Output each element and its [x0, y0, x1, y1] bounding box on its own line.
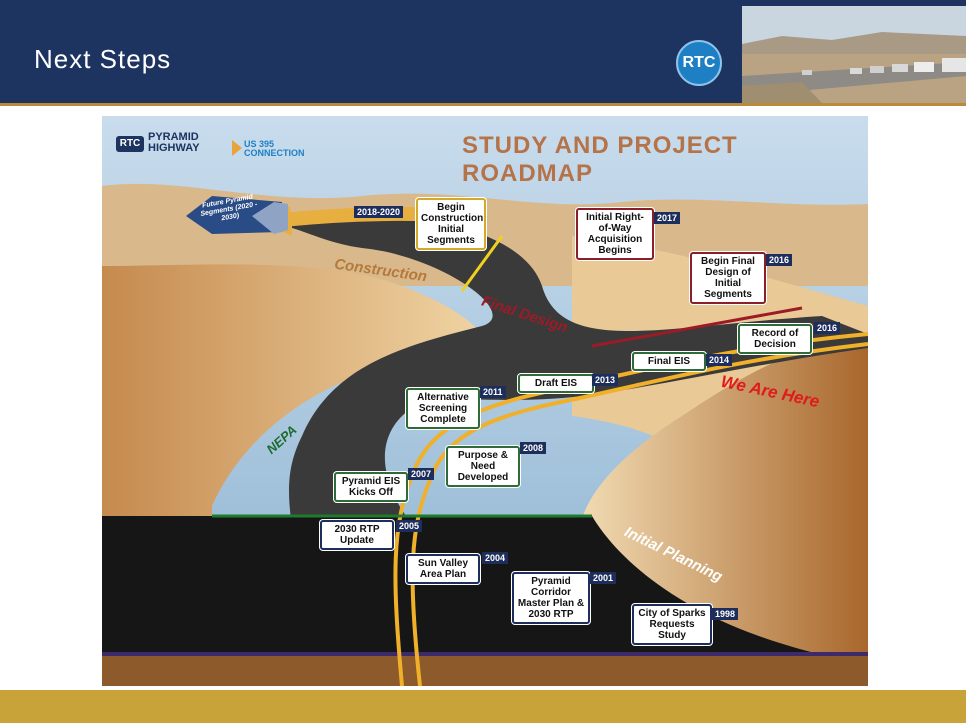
milestone-begin-construction: Begin Construction Initial Segments	[416, 198, 486, 250]
year-badge: 2018-2020	[354, 206, 404, 218]
connection-name: US 395 CONNECTION	[244, 139, 305, 158]
roadmap-diagram: RTC PYRAMID HIGHWAY US 395 CONNECTION ST…	[102, 116, 868, 686]
year-badge: 2016	[814, 322, 841, 334]
slide-footer	[0, 690, 966, 723]
highway-photo	[742, 6, 966, 103]
slide-title: Next Steps	[34, 44, 172, 74]
year-badge: 2008	[520, 442, 547, 454]
milestone-alternative-screening: Alternative Screening Complete	[406, 388, 480, 429]
year-badge: 2017	[654, 212, 681, 224]
roadmap-artwork	[102, 116, 868, 686]
year-badge: 2011	[480, 386, 506, 398]
milestone-purpose-need: Purpose & Need Developed	[446, 446, 520, 487]
milestone-sun-valley-plan: Sun Valley Area Plan	[406, 554, 480, 584]
year-badge: 2005	[396, 520, 423, 532]
milestone-record-of-decision: Record of Decision	[738, 324, 812, 354]
milestone-final-eis: Final EIS	[632, 352, 706, 371]
year-badge: 2016	[766, 254, 793, 266]
year-badge: 2001	[590, 572, 617, 584]
milestone-corridor-master-plan: Pyramid Corridor Master Plan & 2030 RTP	[512, 572, 590, 624]
roadmap-title: STUDY AND PROJECT ROADMAP	[462, 132, 738, 187]
milestone-right-of-way: Initial Right-of-Way Acquisition Begins	[576, 208, 654, 260]
milestone-2030-rtp-update: 2030 RTP Update	[320, 520, 394, 550]
slide-header: Next Steps RTC	[0, 0, 966, 106]
year-badge: 2014	[706, 354, 733, 366]
year-badge: 2004	[482, 552, 509, 564]
milestone-draft-eis: Draft EIS	[518, 374, 594, 393]
rtc-small-logo: RTC	[116, 136, 144, 152]
year-badge: 2013	[592, 374, 619, 386]
year-badge: 1998	[712, 608, 739, 620]
rtc-logo: RTC	[676, 40, 722, 86]
chevron-icon	[232, 140, 242, 156]
milestone-final-design: Begin Final Design of Initial Segments	[690, 252, 766, 304]
milestone-eis-kickoff: Pyramid EIS Kicks Off	[334, 472, 408, 502]
milestone-city-of-sparks: City of Sparks Requests Study	[632, 604, 712, 645]
year-badge: 2007	[408, 468, 435, 480]
project-name: PYRAMID HIGHWAY	[148, 131, 200, 154]
